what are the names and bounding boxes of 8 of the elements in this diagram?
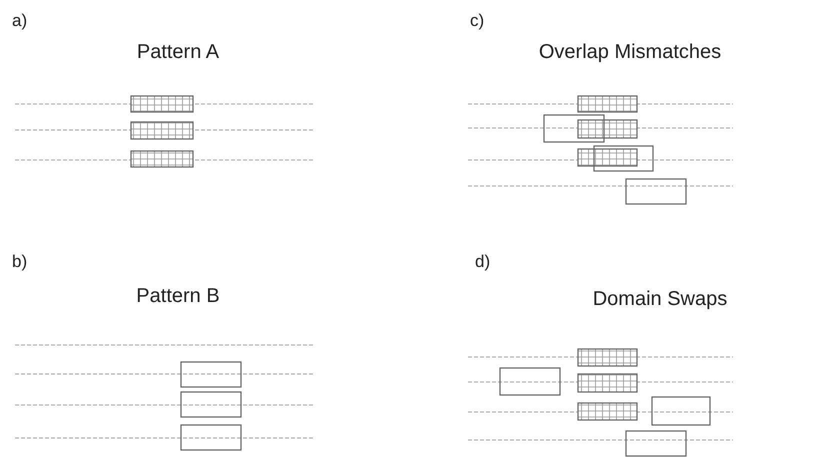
panel-title: Domain Swaps xyxy=(592,289,728,309)
panel-label: c) xyxy=(470,12,484,29)
panel-title: Pattern A xyxy=(136,42,220,62)
panel-label: b) xyxy=(12,253,28,270)
panel-label: a) xyxy=(12,12,28,29)
panel-label: d) xyxy=(475,253,490,270)
panel-title: Overlap Mismatches xyxy=(538,42,722,62)
panel-title: Pattern B xyxy=(136,286,220,306)
